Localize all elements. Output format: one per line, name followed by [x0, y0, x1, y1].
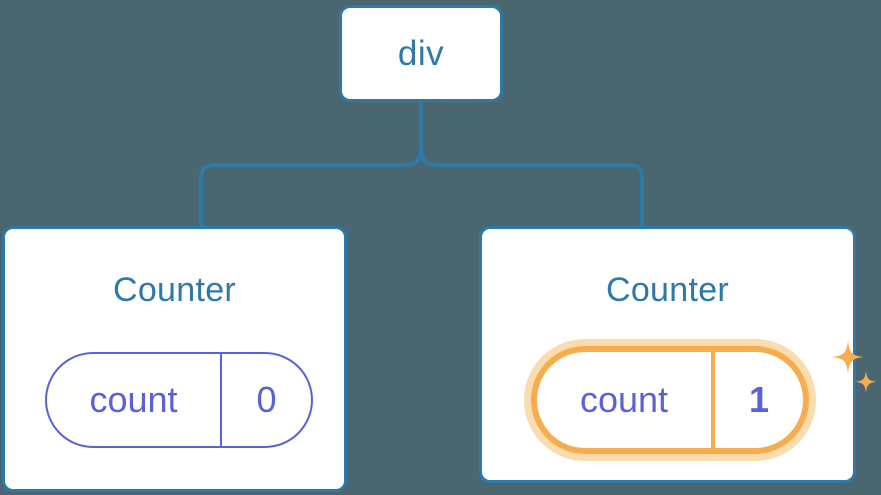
sparkle-large-icon — [832, 341, 864, 373]
connector-to-left-child — [199, 139, 423, 227]
node-div[interactable]: div — [339, 5, 503, 102]
state-pill-left-wrapper: count 0 — [45, 352, 313, 448]
state-pill-right[interactable]: count 1 — [531, 346, 809, 454]
state-pill-right-glow: count 1 — [524, 339, 816, 461]
connector-to-right-child — [419, 139, 644, 227]
node-counter-right-title: Counter — [605, 271, 730, 309]
state-pill-right-value: 1 — [748, 379, 770, 420]
node-counter-right[interactable]: Counter count 1 — [479, 226, 877, 483]
state-pill-right-wrapper: count 1 — [524, 339, 877, 461]
state-pill-left-value: 0 — [256, 379, 277, 420]
state-pill-left[interactable]: count 0 — [45, 352, 313, 448]
state-pill-left-key: count — [47, 354, 222, 446]
node-div-label: div — [397, 34, 445, 73]
node-counter-left-title: Counter — [112, 271, 237, 309]
node-counter-left[interactable]: Counter count 0 — [2, 226, 347, 492]
sparkle-group — [832, 341, 877, 393]
state-pill-right-key: count — [537, 352, 715, 448]
sparkle-small-icon — [855, 371, 877, 393]
